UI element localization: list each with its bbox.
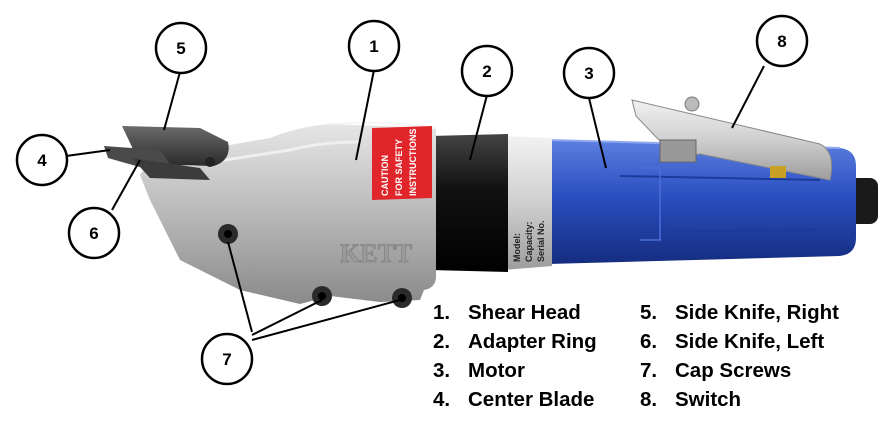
legend-number: 1. bbox=[433, 301, 451, 324]
legend-label: Adapter Ring bbox=[468, 330, 597, 353]
legend-number: 5. bbox=[640, 301, 658, 324]
callout-2-label: 2 bbox=[482, 62, 491, 81]
capacity-label: Capacity: bbox=[524, 221, 534, 262]
legend-item: 3. Motor bbox=[433, 356, 597, 385]
brand-logo: KETT bbox=[340, 239, 412, 268]
callout-6: 6 bbox=[67, 206, 121, 260]
cap-screws bbox=[218, 224, 412, 308]
legend-number: 7. bbox=[640, 359, 658, 382]
leader-6 bbox=[111, 159, 141, 211]
callout-8-label: 8 bbox=[777, 32, 786, 51]
callout-2: 2 bbox=[460, 44, 514, 98]
leader-lines bbox=[65, 65, 765, 341]
legend-label: Side Knife, Left bbox=[675, 330, 825, 353]
leader-8 bbox=[731, 65, 765, 129]
callout-4-label: 4 bbox=[37, 151, 47, 170]
legend-label: Motor bbox=[468, 359, 525, 382]
legend-item: 5. Side Knife, Right bbox=[640, 298, 839, 327]
legend-number: 8. bbox=[640, 388, 658, 411]
shear-head: KETT bbox=[140, 121, 437, 304]
legend-item: 4. Center Blade bbox=[433, 385, 597, 414]
parts-legend-right: 5. Side Knife, Right 6. Side Knife, Left 7… bbox=[640, 298, 839, 414]
callout-6-label: 6 bbox=[89, 224, 98, 243]
legend-item: 1. Shear Head bbox=[433, 298, 597, 327]
leader-3 bbox=[588, 97, 607, 169]
parts-legend-left: 1. Shear Head 2. Adapter Ring 3. Motor 4. Ce… bbox=[433, 298, 597, 414]
blade-assembly bbox=[104, 126, 229, 180]
leader-5 bbox=[163, 71, 181, 131]
legend-label: Shear Head bbox=[468, 301, 581, 324]
callout-circles: 1 2 3 4 5 6 7 bbox=[15, 14, 809, 386]
caution-band: CAUTION FOR SAFETY INSTRUCTIONS bbox=[372, 126, 432, 200]
leader-7a bbox=[227, 241, 253, 333]
legend-number: 4. bbox=[433, 388, 451, 411]
legend-item: 7. Cap Screws bbox=[640, 356, 839, 385]
caution-label: CAUTION bbox=[380, 155, 390, 196]
callout-7: 7 bbox=[200, 332, 254, 386]
callout-3: 3 bbox=[562, 46, 616, 100]
callout-5: 5 bbox=[154, 21, 208, 75]
callout-8: 8 bbox=[755, 14, 809, 68]
legend-item: 6. Side Knife, Left bbox=[640, 327, 839, 356]
legend-label: Side Knife, Right bbox=[675, 301, 839, 324]
leader-4 bbox=[65, 149, 111, 157]
model-label: Model: bbox=[512, 233, 522, 262]
legend-label: Cap Screws bbox=[675, 359, 792, 382]
legend-number: 2. bbox=[433, 330, 451, 353]
model-label-ring: Model: Capacity: Serial No. bbox=[504, 136, 552, 270]
leader-7b bbox=[251, 299, 323, 336]
leader-1 bbox=[355, 69, 375, 161]
callout-5-label: 5 bbox=[176, 39, 185, 58]
callout-4: 4 bbox=[15, 133, 69, 187]
callout-7-label: 7 bbox=[222, 350, 231, 369]
callout-1: 1 bbox=[347, 19, 401, 73]
instructions-label: INSTRUCTIONS bbox=[408, 129, 418, 197]
legend-label: Center Blade bbox=[468, 388, 595, 411]
legend-item: 8. Switch bbox=[640, 385, 839, 414]
leader-7c bbox=[251, 299, 401, 341]
leader-2 bbox=[469, 94, 488, 161]
legend-item: 2. Adapter Ring bbox=[433, 327, 597, 356]
for-safety-label: FOR SAFETY bbox=[394, 139, 404, 196]
switch-lever bbox=[631, 96, 833, 181]
legend-number: 6. bbox=[640, 330, 658, 353]
serial-label: Serial No. bbox=[536, 220, 546, 262]
callout-3-label: 3 bbox=[584, 64, 593, 83]
callout-1-label: 1 bbox=[369, 37, 378, 56]
adapter-ring bbox=[430, 134, 508, 272]
legend-label: Switch bbox=[675, 388, 742, 411]
legend-number: 3. bbox=[433, 359, 451, 382]
